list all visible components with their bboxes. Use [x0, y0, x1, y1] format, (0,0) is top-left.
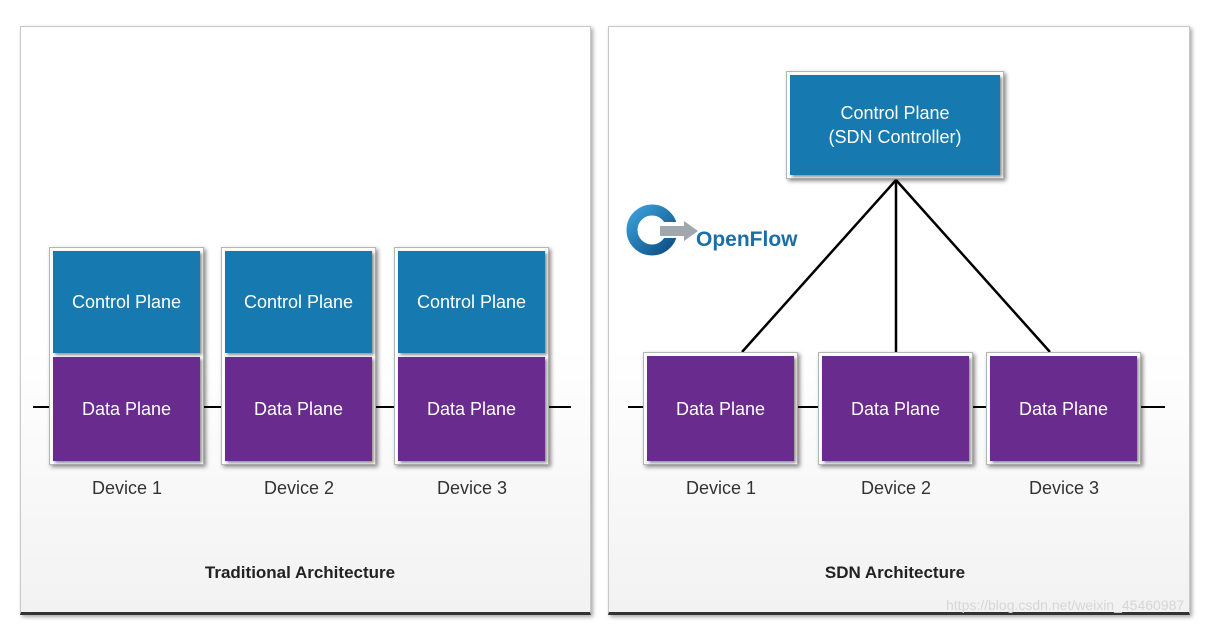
traditional-device-1-label: Device 1: [91, 478, 163, 498]
traditional-device-3-data-plane: Data Plane: [398, 357, 545, 461]
sdn-device-1-label: Device 1: [685, 478, 757, 498]
traditional-architecture-title: Traditional Architecture: [204, 563, 396, 582]
watermark: https://blog.csdn.net/weixin_45460987: [946, 597, 1185, 613]
openflow-logo-icon: [626, 204, 698, 256]
traditional-device-1-data-plane: Data Plane: [53, 357, 200, 461]
sdn-controller-line1: Control Plane: [840, 103, 950, 123]
sdn-device-1-data-plane: Data Plane: [647, 356, 794, 461]
openflow-logo-text: OpenFlow: [696, 228, 798, 251]
sdn-device-2-label: Device 2: [860, 478, 932, 498]
traditional-device-3-control-plane: Control Plane: [398, 251, 545, 353]
sdn-architecture-title: SDN Architecture: [824, 563, 966, 582]
sdn-controller-box: Control Plane (SDN Controller): [790, 75, 1000, 175]
traditional-device-2-data-plane: Data Plane: [225, 357, 372, 461]
traditional-device-2-label: Device 2: [263, 478, 335, 498]
sdn-device-3-label: Device 3: [1028, 478, 1100, 498]
sdn-device-2-data-plane: Data Plane: [822, 356, 969, 461]
sdn-device-3-data-plane: Data Plane: [990, 356, 1137, 461]
traditional-device-1-control-plane: Control Plane: [53, 251, 200, 353]
traditional-device-2-control-plane: Control Plane: [225, 251, 372, 353]
openflow-logo: OpenFlow: [622, 194, 805, 276]
traditional-device-3-label: Device 3: [436, 478, 508, 498]
sdn-controller-line2: (SDN Controller): [828, 127, 962, 147]
